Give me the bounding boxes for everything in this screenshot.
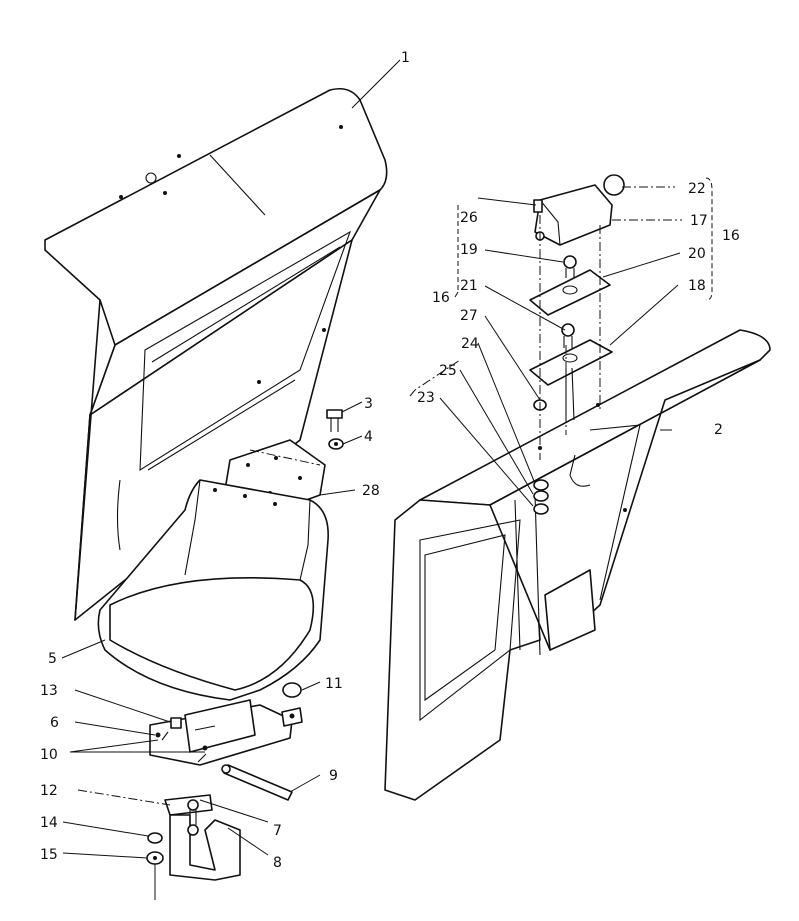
label-28: 28 [362,483,380,499]
leader-lines [61,59,682,859]
label-18: 18 [688,278,706,294]
label-11: 11 [325,676,343,692]
label-15: 15 [40,847,58,863]
label-8: 8 [273,855,282,871]
right-fender [384,329,771,801]
label-9: 9 [329,768,338,784]
label-26: 26 [460,210,478,226]
label-22: 22 [688,181,706,197]
label-5: 5 [48,651,57,667]
label-23: 23 [417,390,435,406]
label-20: 20 [688,246,706,262]
label-16-left: 16 [432,290,450,306]
pin-rod [221,764,293,801]
label-4: 4 [364,429,373,445]
label-13: 13 [40,683,58,699]
label-6: 6 [50,715,59,731]
label-12: 12 [40,783,58,799]
label-7: 7 [273,823,282,839]
lower-bracket [146,794,241,900]
label-10: 10 [40,747,58,763]
left-fender [44,87,388,621]
label-25: 25 [439,363,457,379]
label-3: 3 [364,396,373,412]
part-labels: 1 2 3 4 5 6 7 8 9 10 11 12 13 14 15 16 1… [40,50,740,871]
label-21: 21 [460,278,478,294]
label-24: 24 [461,336,479,352]
label-19: 19 [460,242,478,258]
label-1: 1 [401,50,410,66]
left-hardware [161,409,344,763]
label-2: 2 [714,422,723,438]
seat-bracket [149,699,293,766]
label-14: 14 [40,815,58,831]
label-27: 27 [460,308,478,324]
label-16-right: 16 [722,228,740,244]
label-17: 17 [690,213,708,229]
seat [97,479,329,701]
switch-assembly [529,174,625,515]
group-braces [457,177,713,301]
